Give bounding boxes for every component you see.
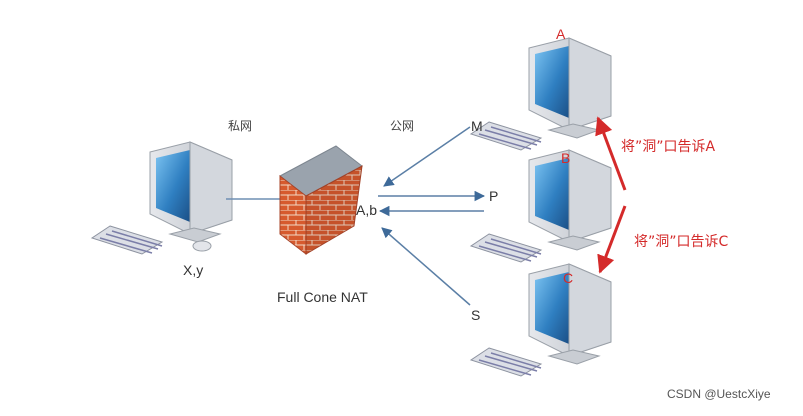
notify-c-text: 将”洞”口告诉C	[634, 234, 729, 250]
computer-b-label: B	[561, 150, 571, 166]
notify-a-text: 将”洞”口告诉A	[621, 139, 716, 155]
notify-c-arrow	[597, 205, 627, 274]
private-network-label: 私网	[228, 119, 253, 133]
public-network-label: 公网	[390, 119, 415, 133]
s-to-nat-arrow	[381, 227, 471, 306]
private-computer-icon	[91, 141, 233, 255]
computer-c-label: C	[563, 270, 574, 286]
watermark: CSDN @UestcXiye	[667, 387, 771, 401]
brick-firewall-icon	[279, 145, 363, 256]
computer-a-label: A	[556, 26, 566, 42]
host-p-label: P	[489, 188, 499, 204]
m-to-nat-arrow	[383, 126, 471, 187]
host-m-label: M	[471, 118, 483, 134]
notify-a-arrow	[595, 116, 627, 191]
host-s-label: S	[471, 307, 481, 323]
computer-a-icon	[470, 37, 612, 151]
nat-address-label: A,b	[356, 202, 378, 218]
private-address-label: X,y	[183, 262, 204, 278]
computer-c-icon	[470, 263, 612, 377]
nat-type-label: Full Cone NAT	[277, 289, 368, 305]
computer-b-icon	[470, 149, 612, 263]
